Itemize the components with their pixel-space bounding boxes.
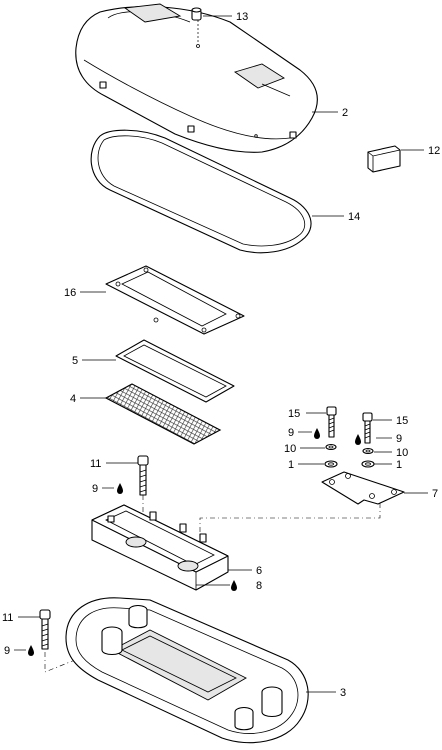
oil-drop-icon — [355, 434, 361, 445]
label-part-3: 3 — [340, 687, 346, 699]
post-left — [101, 626, 123, 656]
label-part-9-mid: 9 — [92, 483, 98, 495]
screw-left-part — [324, 406, 338, 468]
mesh-filter-part — [104, 383, 222, 445]
oil-drop-icons — [28, 428, 361, 656]
label-part-4: 4 — [70, 393, 76, 405]
post-bottom — [234, 706, 254, 731]
oil-drop-icon — [231, 580, 237, 591]
leader-lines — [14, 15, 428, 693]
label-part-11-lower: 11 — [2, 612, 13, 624]
label-part-9-left: 9 — [288, 427, 294, 439]
label-part-15-right: 15 — [396, 415, 408, 427]
label-part-10-right: 10 — [396, 447, 408, 459]
label-part-9-right: 9 — [396, 433, 402, 445]
base-tray-part — [65, 597, 309, 744]
post-right — [261, 686, 283, 718]
label-part-2: 2 — [342, 107, 348, 119]
part-labels: 13 2 12 14 16 5 4 15 15 9 9 10 10 1 1 7 … — [2, 11, 440, 699]
screw-right-part — [361, 412, 375, 468]
label-part-15-left: 15 — [288, 408, 300, 420]
bolt-upper-part — [137, 455, 149, 520]
label-part-16: 16 — [64, 287, 76, 299]
label-part-1-right: 1 — [396, 459, 402, 471]
bolt-lower-part — [39, 609, 101, 673]
label-part-5: 5 — [72, 355, 78, 367]
label-part-10-left: 10 — [284, 443, 296, 455]
label-part-9-lower: 9 — [4, 645, 10, 657]
label-part-7: 7 — [432, 488, 438, 500]
oil-drop-icon — [314, 428, 320, 439]
gasket-plate-part — [105, 265, 245, 335]
oil-drop-icon — [117, 483, 123, 494]
label-part-1-left: 1 — [288, 459, 294, 471]
knob-part — [191, 7, 202, 48]
oil-drop-icon — [28, 645, 34, 656]
gasket-ring-part — [90, 129, 312, 254]
small-block-part — [367, 145, 401, 173]
label-part-14: 14 — [348, 211, 360, 223]
label-part-6: 6 — [256, 565, 262, 577]
top-cover-part — [75, 3, 318, 153]
label-part-12: 12 — [428, 145, 440, 157]
alignment-line — [199, 502, 381, 532]
label-part-13: 13 — [236, 11, 248, 23]
label-part-8: 8 — [256, 580, 262, 592]
housing-part — [91, 504, 229, 591]
label-part-11-upper: 11 — [90, 458, 101, 470]
rectangular-seal-part — [115, 339, 235, 403]
bracket-plate-part — [321, 471, 405, 505]
post-mid — [128, 604, 148, 629]
